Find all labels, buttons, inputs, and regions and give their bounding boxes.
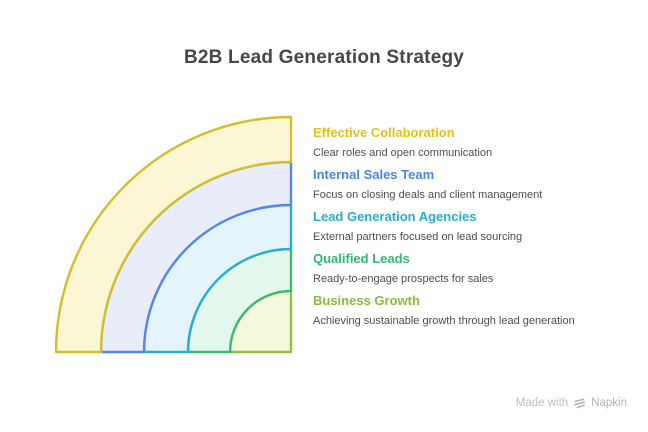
ring-effective-collaboration (54, 115, 293, 354)
legend-item-description: Achieving sustainable growth through lea… (313, 315, 575, 327)
napkin-brand-label: Napkin (591, 397, 627, 409)
legend-item-lead-generation-agencies: Lead Generation Agencies External partne… (313, 210, 613, 252)
made-with-label: Made with (515, 397, 569, 409)
legend-item-effective-collaboration: Effective Collaboration Clear roles and … (313, 126, 613, 168)
legend-item-qualified-leads: Qualified Leads Ready-to-engage prospect… (313, 252, 613, 294)
legend-item-label: Lead Generation Agencies (313, 209, 477, 224)
legend-item-label: Effective Collaboration (313, 125, 455, 140)
napkin-logo-icon (574, 398, 586, 408)
legend-item-label: Business Growth (313, 293, 420, 308)
legend-item-description: Ready-to-engage prospects for sales (313, 273, 494, 285)
quarter-rings-diagram (54, 115, 293, 354)
legend-item-internal-sales-team: Internal Sales Team Focus on closing dea… (313, 168, 613, 210)
made-with-napkin-badge[interactable]: Made with Napkin (516, 396, 627, 410)
legend-item-description: Focus on closing deals and client manage… (313, 189, 543, 201)
page-title: B2B Lead Generation Strategy (183, 47, 465, 68)
legend-item-label: Internal Sales Team (313, 167, 435, 182)
legend: Effective Collaboration Clear roles and … (313, 126, 613, 336)
legend-item-description: Clear roles and open communication (313, 147, 493, 159)
legend-item-description: External partners focused on lead sourci… (313, 231, 523, 243)
legend-item-label: Qualified Leads (313, 251, 410, 266)
legend-item-business-growth: Business Growth Achieving sustainable gr… (313, 294, 613, 336)
